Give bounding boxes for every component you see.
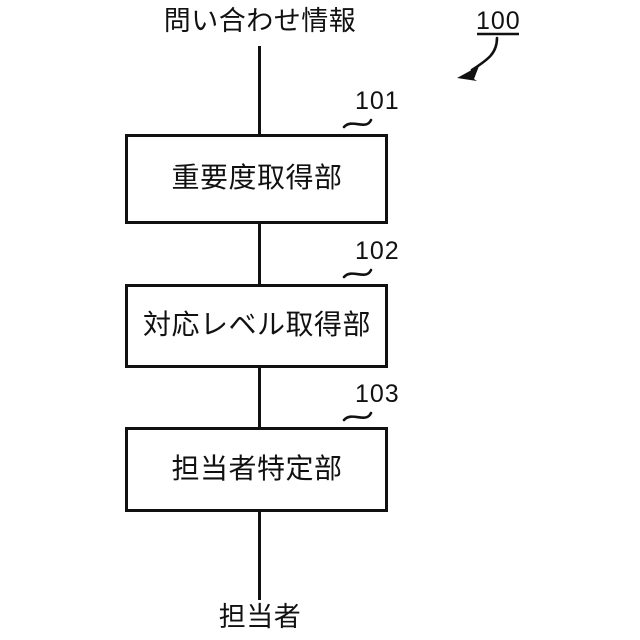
- output-label: 担当者: [218, 602, 302, 633]
- block-102-ref: 102: [355, 237, 400, 265]
- block-102-label: 対応レベル取得部: [142, 308, 372, 341]
- block-103-ref: 103: [355, 380, 400, 408]
- ref-100-arrowhead: [457, 66, 479, 81]
- figure-reference-number: 100: [476, 7, 521, 35]
- block-101-label: 重要度取得部: [171, 161, 343, 194]
- block-102-rect: [125, 284, 388, 368]
- block-103-rect: [125, 427, 388, 512]
- callout-leader-103: [342, 411, 373, 422]
- ref-100-arrow-curve: [470, 36, 499, 72]
- callout-leader-101: [342, 118, 373, 129]
- callout-leader-102: [342, 268, 373, 279]
- block-103-label: 担当者特定部: [171, 452, 343, 485]
- block-101-rect: [125, 134, 388, 224]
- block-101-ref: 101: [355, 87, 400, 115]
- input-label: 問い合わせ情報: [163, 6, 357, 37]
